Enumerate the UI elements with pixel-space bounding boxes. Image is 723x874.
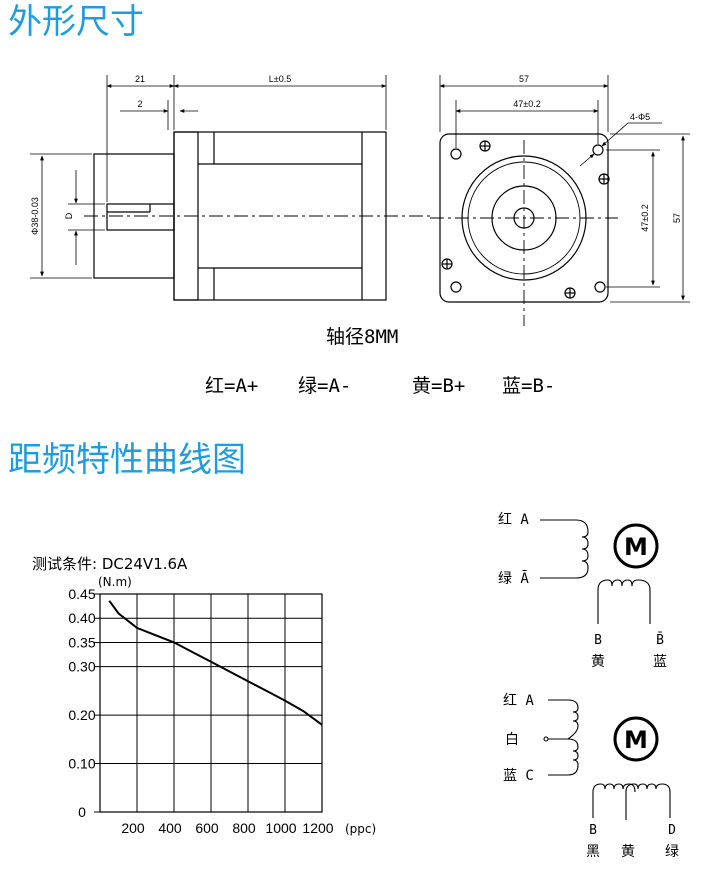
mount-hole-br xyxy=(594,281,606,293)
dim-2-label: 2 xyxy=(137,99,142,109)
wire6-green-label: 绿 xyxy=(665,844,679,860)
motor-side-view xyxy=(84,131,430,301)
mount-hole-tl xyxy=(450,148,462,160)
wire6-blue-label: 蓝 C xyxy=(503,768,534,784)
chart-x-tick-label: 1000 xyxy=(265,820,296,836)
chart-y-tick-label: 0.40 xyxy=(68,610,95,626)
chart-x-tick-label: 600 xyxy=(195,820,219,836)
chart-y-tick-label: 0.45 xyxy=(68,586,95,602)
wire4-blue-label: 蓝 xyxy=(653,654,667,670)
torque-chart: 测试条件: DC24V1.6A (N.m) (ppc) 0 0.10 0.20 0.3… xyxy=(32,555,376,836)
dim-47-top-label: 47±0.2 xyxy=(513,99,540,109)
mount-hole-tr xyxy=(592,144,604,156)
chart-x-tick-label: 800 xyxy=(232,820,256,836)
front-view-dimensions xyxy=(439,75,690,303)
chart-x-unit: (ppc) xyxy=(345,822,376,836)
wire6-black-label: 黑 xyxy=(586,844,600,860)
wire4-b-label: B xyxy=(594,633,602,648)
wire6-red-label: 红 A xyxy=(503,693,534,709)
motor-front-view xyxy=(430,133,618,326)
wiring-diagram-6wire xyxy=(543,699,671,820)
chart-x-tick-label: 400 xyxy=(158,820,182,836)
wire-yellow-note: 黄=B+ xyxy=(412,375,465,397)
coil-a xyxy=(575,519,589,579)
chart-x-tick-label: 1200 xyxy=(302,820,333,836)
wire4-yellow-label: 黄 xyxy=(591,653,605,670)
side-view-dimensions xyxy=(30,75,387,279)
coil-ac xyxy=(566,699,579,776)
screw-1 xyxy=(479,140,491,152)
chart-y-unit: (N.m) xyxy=(98,575,132,589)
chart-y-tick-label: 0.20 xyxy=(68,707,95,723)
coil-bd xyxy=(592,783,671,820)
wire6-white-label: 白 xyxy=(505,732,519,748)
dim-21-label: 21 xyxy=(135,74,145,84)
screw-2 xyxy=(598,173,610,185)
torque-curve-line xyxy=(108,600,323,726)
dim-47-side-label: 47±0.2 xyxy=(640,204,650,231)
coil-b xyxy=(597,579,651,624)
dim-shaft-label: Φ38-0.03 xyxy=(30,197,40,235)
wire6-d-label: D xyxy=(668,823,676,838)
wiring-diagram-4wire xyxy=(540,519,659,624)
wire-red-note: 红=A+ xyxy=(205,375,258,397)
shaft-diameter-note: 轴径8MM xyxy=(326,326,398,348)
dim-holes-label: 4-Φ5 xyxy=(630,112,650,122)
motor-m-label-2: M xyxy=(624,726,648,754)
dim-57-top-label: 57 xyxy=(519,74,529,84)
chart-y-tick-label: 0.30 xyxy=(68,659,95,675)
chart-y-tick-label: 0.35 xyxy=(68,634,95,650)
heading-dimensions: 外形尺寸 xyxy=(8,2,144,42)
motor-symbol-1 xyxy=(613,523,659,569)
wire4-bbar-label: B̄ xyxy=(656,633,664,648)
wire-green-note: 绿=A- xyxy=(298,375,351,397)
wire-blue-note: 蓝=B- xyxy=(502,375,555,397)
wire6-yellow-label: 黄 xyxy=(621,843,635,860)
heading-torque-curve: 距频特性曲线图 xyxy=(8,440,246,480)
motor-symbol-2 xyxy=(613,716,659,762)
motor-m-label-1: M xyxy=(624,533,648,561)
screw-3 xyxy=(441,258,453,270)
dim-57-side-label: 57 xyxy=(672,213,682,223)
motor-shaft xyxy=(106,203,175,231)
chart-y-tick-labels: 0 0.10 0.20 0.30 0.35 0.40 0.45 xyxy=(68,586,95,820)
dim-d-label: D xyxy=(64,212,74,219)
chart-x-tick-labels: 200 400 600 800 1000 1200 xyxy=(121,820,333,836)
wire6-b-label: B xyxy=(589,823,597,838)
screw-4 xyxy=(564,287,576,299)
chart-y-tick-label: 0.10 xyxy=(68,756,95,772)
wire4-green-label: 绿 Ā xyxy=(498,570,529,587)
chart-grid xyxy=(94,593,323,813)
chart-y-tick-label: 0 xyxy=(78,804,86,820)
dim-length-label: L±0.5 xyxy=(269,74,291,84)
chart-title: 测试条件: DC24V1.6A xyxy=(32,555,188,573)
chart-x-tick-label: 200 xyxy=(121,820,145,836)
wire4-red-label: 红 A xyxy=(498,512,529,528)
mount-hole-bl xyxy=(450,281,462,293)
